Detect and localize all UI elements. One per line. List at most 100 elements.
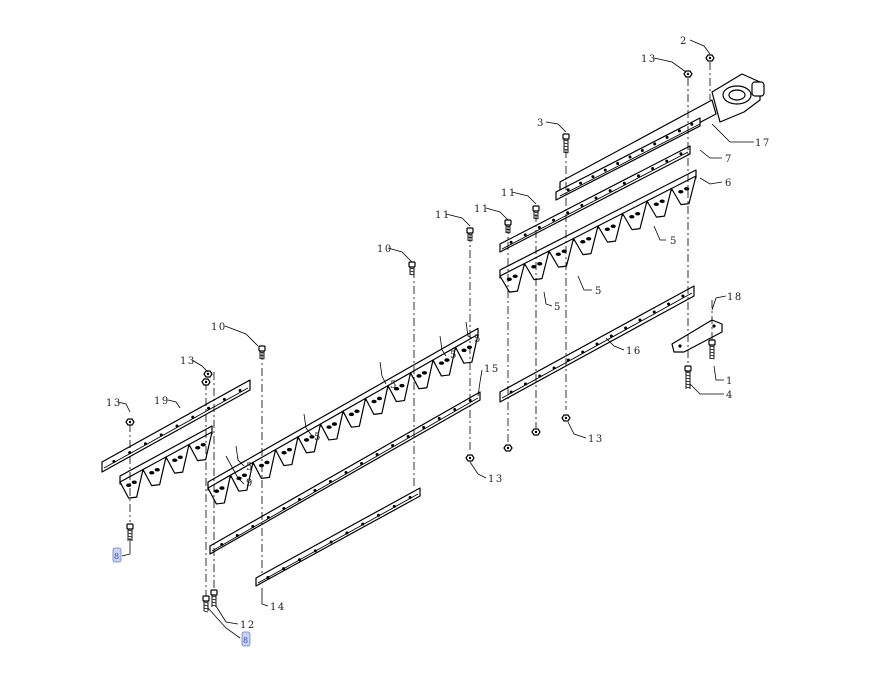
callout-5: 5 — [314, 432, 322, 443]
bar-hole — [391, 444, 395, 447]
callout-12: 12 — [240, 620, 256, 631]
bolt-thread — [211, 601, 217, 604]
callout-highlight — [241, 631, 251, 647]
rivet-hole — [326, 425, 332, 429]
callout-15: 15 — [484, 364, 500, 375]
bar-hole — [624, 326, 628, 330]
bar-hole — [344, 471, 348, 474]
bolt-head — [684, 365, 692, 372]
bolt-thread — [409, 267, 415, 270]
bolt-thread — [709, 351, 715, 354]
rivet-hole — [258, 463, 265, 468]
callout-5: 5 — [670, 236, 678, 247]
bar-hole — [640, 148, 644, 152]
bolt-thread — [505, 231, 511, 234]
callout-5: 5 — [390, 380, 398, 391]
rivet-hole — [399, 383, 405, 388]
bar-hole — [603, 168, 607, 172]
nut-bore — [686, 72, 690, 76]
bar-hole — [361, 522, 365, 526]
bar-hole — [665, 135, 669, 139]
bar-hole — [222, 397, 226, 401]
knife-section — [319, 410, 344, 441]
knife-section — [165, 443, 190, 474]
knife-section — [548, 237, 575, 268]
bolt-thread — [563, 139, 569, 142]
bar-hole — [282, 567, 286, 571]
bar-hole — [266, 576, 270, 580]
bolt-head — [258, 345, 266, 352]
rivet-hole — [241, 473, 248, 478]
bolt-thread — [533, 217, 539, 220]
bar-hole — [313, 549, 317, 553]
bar-hole — [282, 507, 286, 510]
bar-hole — [377, 513, 380, 517]
bolt-thread — [127, 532, 133, 535]
knife-section — [499, 262, 526, 293]
bar-hole — [238, 388, 242, 392]
bolt-thread — [505, 225, 511, 228]
callout-11: 11 — [501, 188, 517, 199]
nut-bore — [506, 446, 510, 450]
knife-sections-left — [119, 425, 213, 499]
bolt-head — [562, 133, 570, 140]
bar-hole — [523, 233, 527, 237]
knife-section — [387, 372, 412, 403]
bolt-thread — [203, 601, 209, 604]
bolt-thread — [127, 535, 133, 538]
bolt-thread — [709, 354, 715, 357]
bolt-thread — [563, 145, 569, 148]
rivet-hole — [281, 450, 287, 455]
bar-hole — [235, 534, 239, 537]
callout-10: 10 — [211, 322, 227, 333]
bar-hole — [509, 390, 513, 394]
bolt-thread — [211, 595, 217, 598]
callout-9: 9 — [246, 478, 254, 489]
bar-hole — [665, 159, 669, 163]
bar-hole — [523, 382, 527, 386]
nut-bore — [206, 372, 210, 376]
rivet-hole — [264, 460, 270, 465]
bolt-thread — [685, 371, 691, 374]
rivet-hole — [331, 422, 338, 426]
bolt-thread — [203, 607, 209, 610]
fasteners — [125, 54, 716, 613]
callout-1: 1 — [726, 376, 734, 387]
knife-section — [229, 461, 254, 492]
callout-11: 11 — [435, 210, 451, 221]
rivet-hole — [177, 455, 183, 460]
knife-section — [646, 187, 673, 218]
bar-hole — [175, 424, 179, 428]
rivet-hole — [416, 374, 422, 378]
bolt-head — [532, 205, 540, 212]
rivet-hole — [506, 277, 512, 282]
nut-bore — [128, 420, 132, 424]
rivet-hole — [149, 470, 155, 475]
bolt-thread — [505, 228, 511, 231]
rivet-hole — [200, 442, 206, 447]
knife-section — [409, 359, 434, 390]
bar-hole — [681, 294, 685, 298]
nut-bore — [204, 380, 208, 384]
bar-hole — [191, 415, 195, 419]
bolt-thread — [203, 610, 209, 613]
bar-hole — [616, 162, 620, 166]
bolt-head — [408, 261, 416, 268]
callout-17: 17 — [755, 138, 771, 149]
callout-13: 13 — [180, 356, 196, 367]
bolt-thread — [211, 598, 217, 601]
bar-hole — [595, 342, 599, 346]
bolt-thread — [467, 236, 473, 239]
callout-5: 5 — [554, 302, 562, 313]
bolt-thread — [685, 383, 691, 386]
bar-hole — [609, 334, 613, 338]
bar-hole — [207, 406, 211, 410]
bar-hole — [591, 175, 595, 179]
bolt-thread — [127, 529, 133, 532]
bar-hole — [159, 433, 163, 437]
rivet-hole — [438, 361, 445, 365]
bar-hole — [652, 310, 656, 314]
rivet-hole — [303, 438, 310, 442]
rivet-hole — [512, 274, 518, 279]
bar-hole — [345, 531, 349, 535]
